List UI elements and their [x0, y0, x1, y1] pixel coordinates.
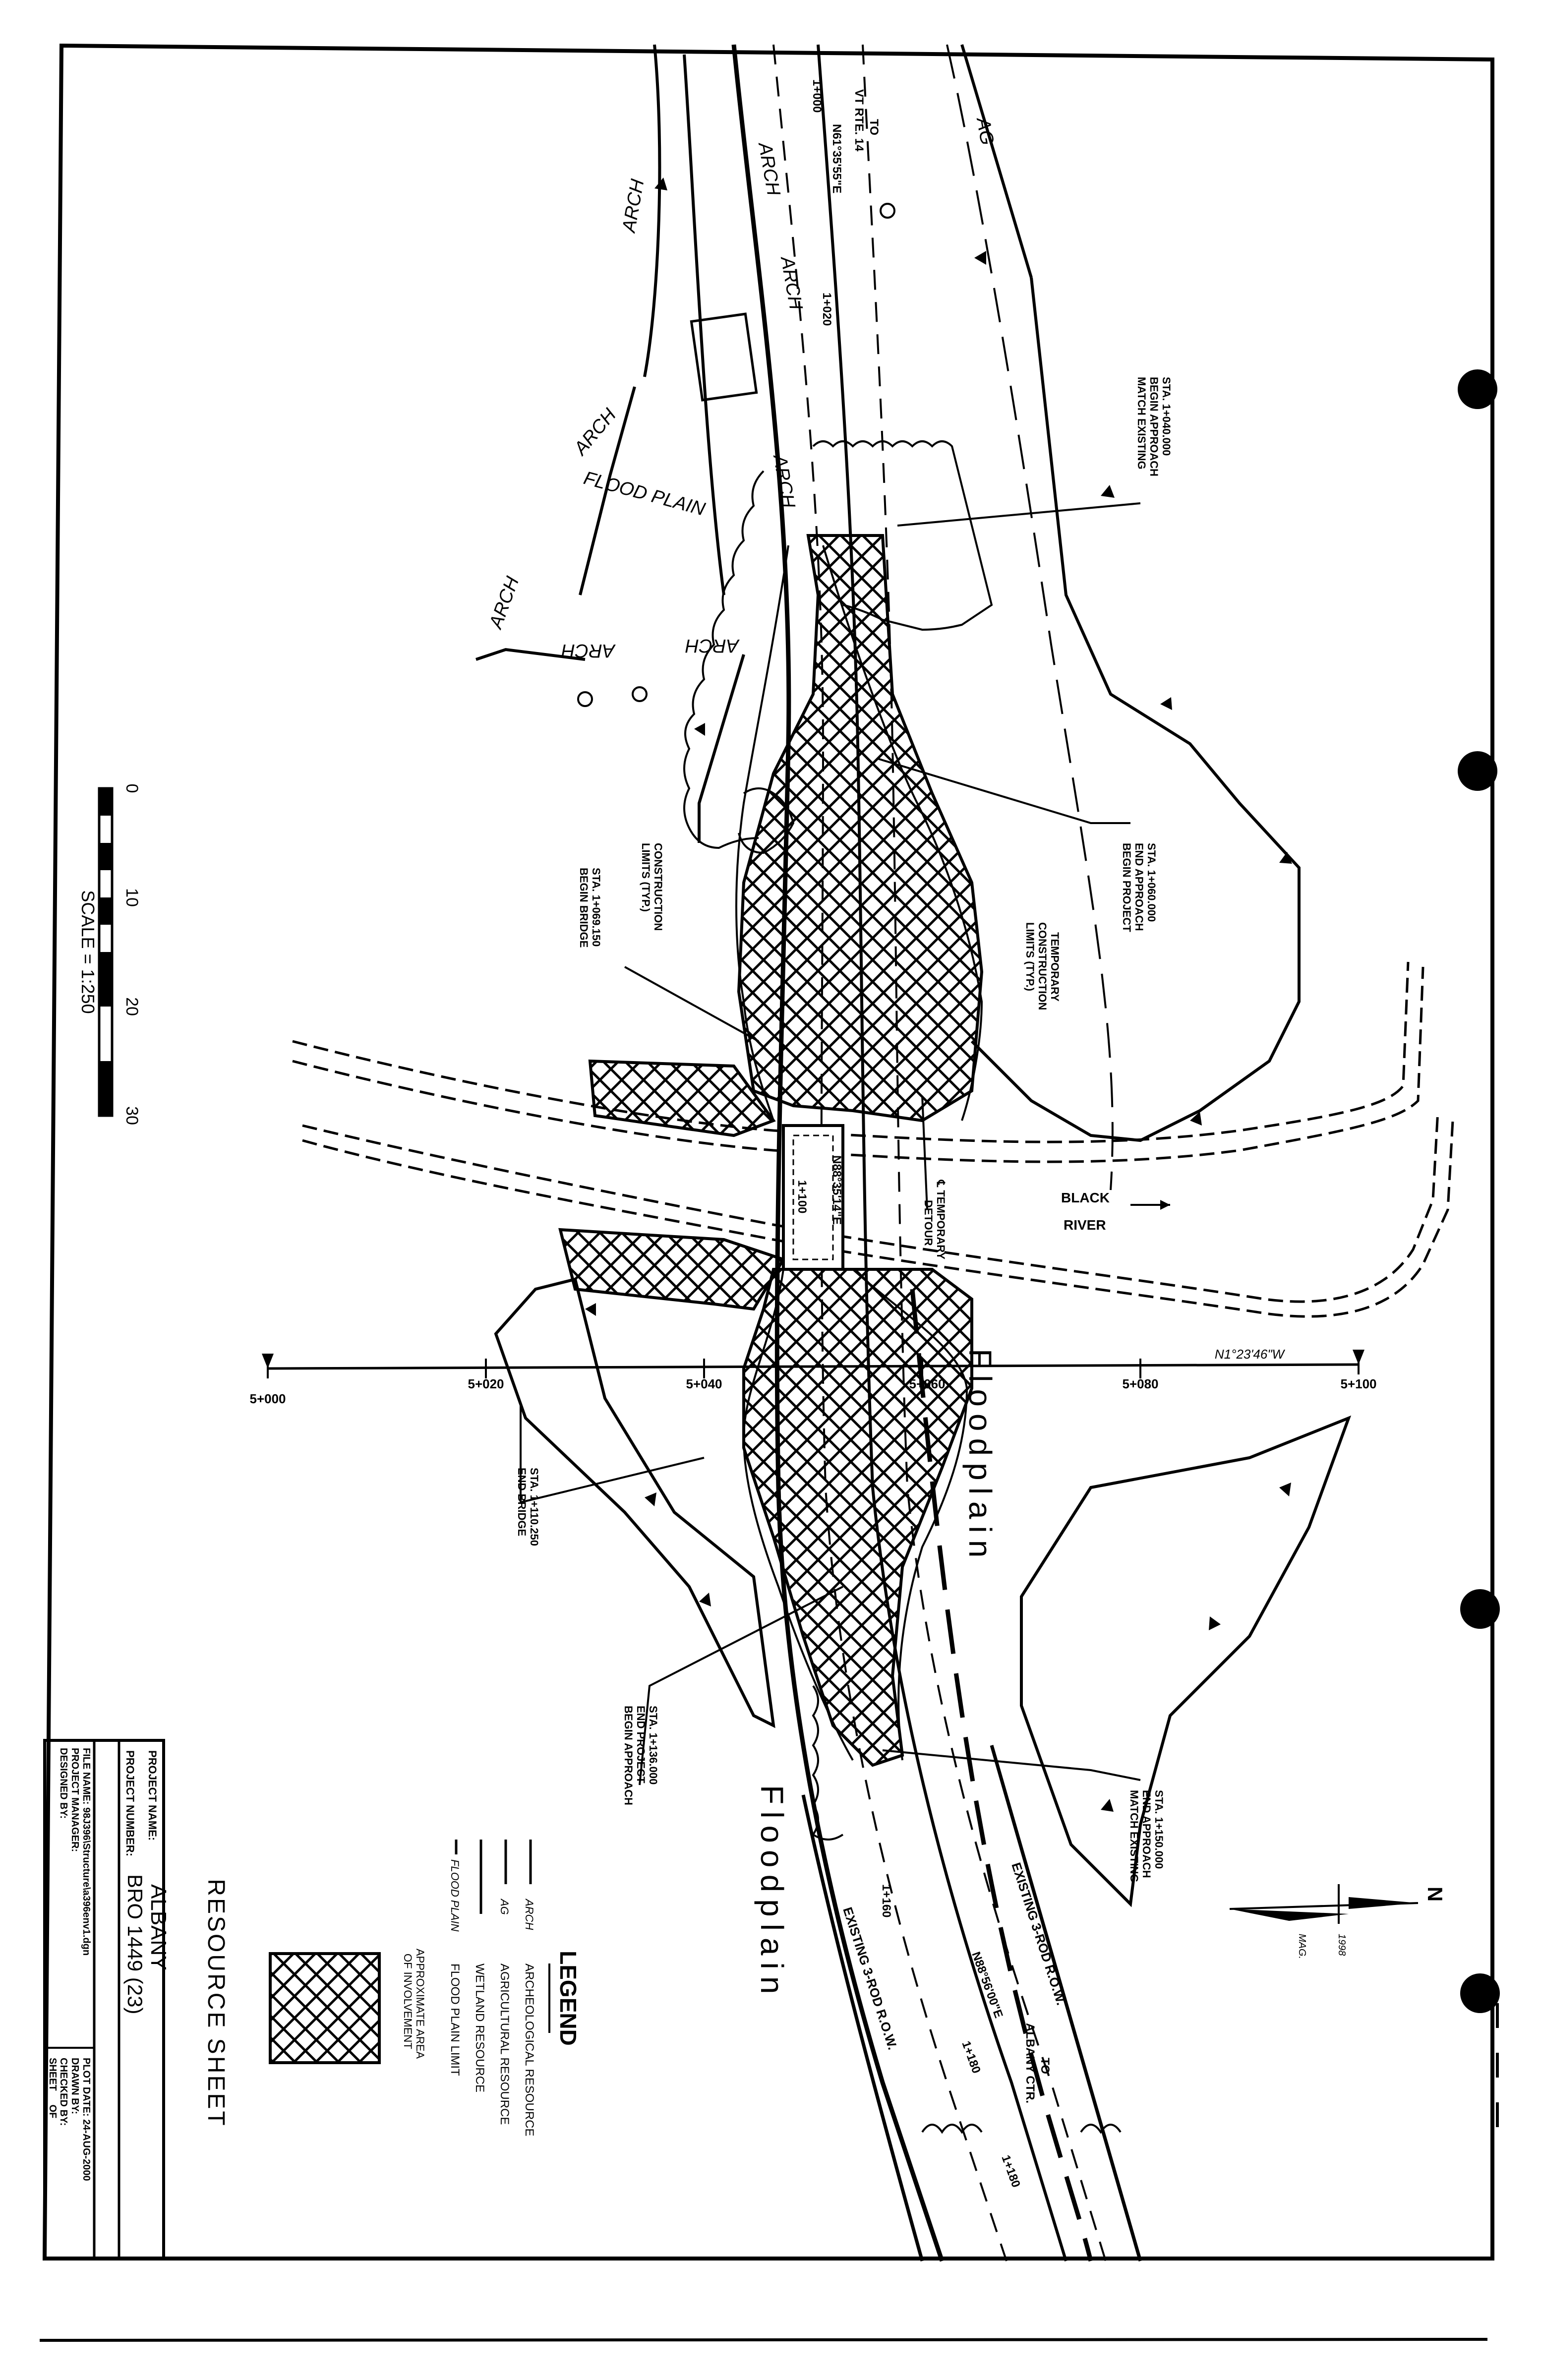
label-to-vt-1: TO	[867, 119, 881, 135]
sheet-border	[39, 43, 1494, 2342]
project-name: ALBANY	[146, 1884, 171, 1970]
station-tick-5020: 5+020	[468, 1376, 504, 1391]
callout-end-proj-3: BEGIN APPROACH	[622, 1706, 635, 1805]
callout-temp-1: TEMPORARY	[1049, 932, 1061, 1002]
label-sta-1100: 1+100	[795, 1180, 809, 1213]
label-bearing-top: N61°35'55"E	[830, 124, 843, 193]
building-outline	[690, 312, 758, 402]
scale-tick-10: 10	[122, 888, 141, 907]
legend-text-flood: FLOOD PLAIN LIMIT	[448, 1964, 462, 2076]
drawn-by: DRAWN BY:	[69, 2058, 80, 2114]
river-label: BLACK RIVER	[1061, 1190, 1170, 1233]
sheet-title: RESOURCE SHEET	[203, 1879, 229, 2127]
project-manager: PROJECT MANAGER:	[69, 1748, 80, 1852]
label-arch-6: ARCH	[561, 640, 616, 661]
legend-text-ag: AGRICULTURAL RESOURCE	[498, 1964, 511, 2125]
legend: LEGEND ARCH ARCHEOLOGICAL RESOURCE AG AG…	[269, 1840, 581, 2137]
label-sta-1020: 1+020	[820, 293, 833, 326]
callout-end-app-3: BEGIN PROJECT	[1121, 843, 1133, 932]
legend-text-arch: ARCHEOLOGICAL RESOURCE	[523, 1964, 536, 2137]
callout-begin-bridge-1: STA. 1+069.150	[590, 868, 602, 947]
designed-by: DESIGNED BY:	[58, 1748, 69, 1819]
station-tick-5000: 5+000	[249, 1391, 286, 1406]
floodplain-label-1: Floodplain	[962, 1349, 998, 1564]
callout-end-app2-3: MATCH EXISTING	[1128, 1790, 1140, 1883]
floodplain-label-2: Floodplain	[754, 1785, 790, 2001]
legend-text-wetland: WETLAND RESOURCE	[473, 1964, 486, 2092]
callout-detour-2: DETOUR	[922, 1200, 935, 1246]
callout-match-begin-1: STA. 1+040.000	[1160, 377, 1173, 456]
station-tick-5080: 5+080	[1122, 1376, 1158, 1391]
callout-end-bridge-2: END BRIDGE	[516, 1468, 528, 1536]
north-arrow-mag: MAG.	[1297, 1934, 1307, 1959]
river-label-2: RIVER	[1064, 1217, 1106, 1233]
station-tick-5060: 5+060	[909, 1376, 945, 1391]
callout-detour-1: ℄ TEMPORARY	[935, 1180, 947, 1259]
legend-title: LEGEND	[555, 1951, 581, 2046]
callout-end-proj-2: END PROJECT	[635, 1706, 647, 1784]
binder-holes	[1458, 369, 1500, 2013]
north-arrow-n: N	[1423, 1887, 1447, 1902]
project-name-label: PROJECT NAME:	[146, 1750, 159, 1841]
callout-match-begin-2: BEGIN APPROACH	[1148, 377, 1160, 476]
areas-of-involvement	[558, 534, 984, 1767]
survey-symbols	[577, 203, 895, 707]
sheet-number: SHEET OF	[47, 2058, 58, 2118]
label-to-albany-1: TO	[1038, 2058, 1052, 2074]
edge-marks	[1482, 1982, 1499, 2127]
legend-hatch-swatch	[269, 1952, 381, 2064]
scale-tick-30: 30	[122, 1106, 141, 1125]
label-bearing-mid: N88°35'14"E	[830, 1155, 843, 1225]
wetland-scallops	[683, 440, 1122, 2134]
label-arch-7: ARCH	[685, 635, 740, 656]
checked-by: CHECKED BY:	[58, 2058, 69, 2126]
legend-code-flood: FLOOD PLAIN	[449, 1859, 461, 1932]
callout-end-app2-1: STA. 1+150.000	[1153, 1790, 1165, 1869]
callout-end-app-2: END APPROACH	[1133, 843, 1145, 931]
floodplain-labels: Floodplain Floodplain	[754, 1349, 998, 2001]
station-callouts: STA. 1+040.000 BEGIN APPROACH MATCH EXIS…	[516, 377, 1173, 1883]
scale-tick-0: 0	[122, 784, 141, 793]
north-arrow: N MAG. 1998	[1229, 1884, 1447, 1959]
label-sta-1160: 1+160	[880, 1884, 893, 1917]
station-bearing: N1°23'46"W	[1215, 1347, 1286, 1362]
callout-end-app-1: STA. 1+060.000	[1145, 843, 1158, 922]
label-sta-1000: 1+000	[810, 79, 824, 113]
callout-temp-2: CONSTRUCTION	[1036, 922, 1049, 1010]
label-to-vt-2: VT RTE. 14	[852, 89, 866, 152]
title-block: RESOURCE SHEET PROJECT NAME: ALBANY PROJ…	[43, 1739, 229, 2260]
callout-begin-bridge-2: BEGIN BRIDGE	[578, 868, 590, 948]
scale-bar: 0 10 20 30 SCALE = 1:250	[78, 784, 141, 1125]
plot-date: PLOT DATE: 24-AUG-2000	[81, 2058, 92, 2181]
station-axis: 5+000 5+020 5+040 5+060 5+080 5+100 N1°2…	[249, 1347, 1376, 1406]
scale-label: SCALE = 1:250	[78, 890, 98, 1013]
callout-constr-1: CONSTRUCTION	[652, 843, 664, 931]
label-to-albany-2: ALBANY CTR.	[1023, 2023, 1037, 2103]
label-ag: AG	[972, 115, 998, 146]
callout-end-proj-1: STA. 1+136.000	[647, 1706, 659, 1785]
north-arrow-year: 1998	[1336, 1934, 1347, 1956]
wetland-boundary-lower	[494, 1277, 1352, 1907]
legend-code-arch: ARCH	[523, 1898, 535, 1930]
station-tick-5040: 5+040	[686, 1376, 722, 1391]
callout-leaders	[520, 502, 1141, 1785]
scale-tick-20: 20	[122, 997, 141, 1016]
station-tick-5100: 5+100	[1340, 1376, 1376, 1391]
wetland-boundary-upper	[475, 277, 1301, 1142]
river-label-1: BLACK	[1061, 1190, 1110, 1205]
project-number-label: PROJECT NUMBER:	[124, 1750, 136, 1856]
legend-code-ag: AG	[498, 1898, 511, 1915]
legend-hatch-text-2: OF INVOLVEMENT	[402, 1954, 414, 2049]
callout-end-app2-2: END APPROACH	[1140, 1790, 1153, 1878]
existing-row-lines	[801, 1745, 1142, 2261]
callout-end-bridge-1: STA. 1+110.250	[528, 1468, 540, 1546]
callout-constr-2: LIMITS (TYP.)	[640, 843, 652, 912]
boundary-markers	[585, 178, 1292, 1812]
callout-temp-3: LIMITS (TYP.)	[1024, 922, 1036, 991]
legend-hatch-text-1: APPROXIMATE AREA	[414, 1949, 426, 2059]
file-name: FILE NAME: 98J396\Structure\a396env1.dgn	[81, 1748, 92, 1956]
project-number: BRO 1449 (23)	[123, 1874, 147, 2014]
callout-match-begin-3: MATCH EXISTING	[1135, 377, 1148, 470]
